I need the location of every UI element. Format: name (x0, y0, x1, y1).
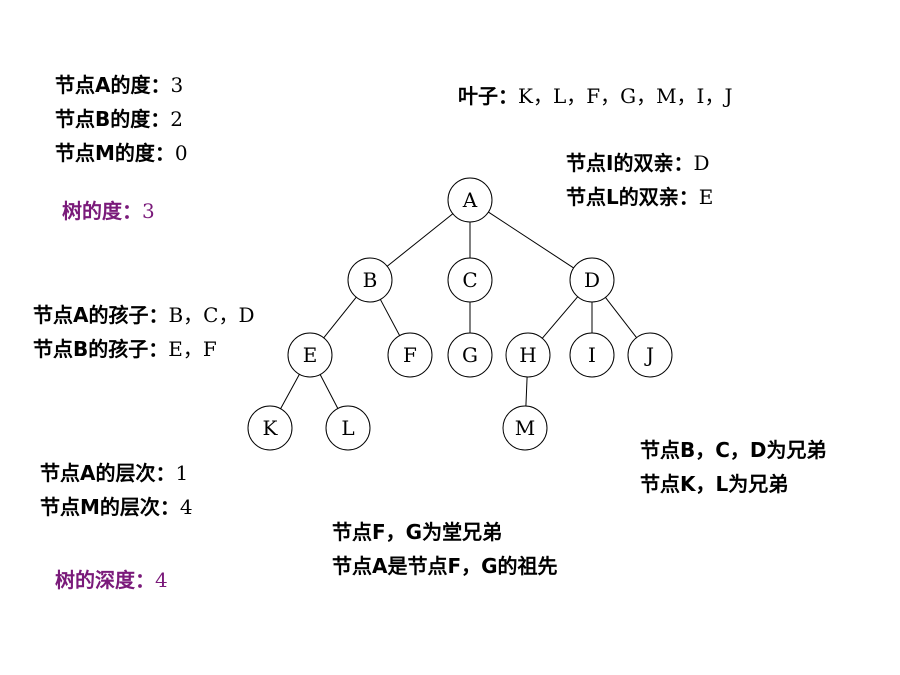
children-note-a: 节点A的孩子：B，C，D (33, 303, 255, 327)
sibling-note-kl: 节点K，L为兄弟 (640, 472, 789, 496)
tree-node-k: K (247, 405, 293, 451)
node-circle (505, 332, 551, 378)
parent-notes: 节点I的双亲：D 节点L的双亲：E (566, 146, 713, 214)
tree-node-j: J (627, 332, 673, 378)
node-circle (569, 257, 615, 303)
tree-depth-note: 树的深度：4 (55, 568, 168, 592)
node-label: G (462, 343, 478, 367)
edge-h-m (525, 376, 528, 407)
degree-note-a: 节点A的度：3 (55, 73, 184, 97)
tree-node-l: L (325, 405, 371, 451)
degree-note-m: 节点M的度：0 (55, 141, 188, 165)
level-note-m: 节点M的层次：4 (40, 495, 193, 519)
cousin-ancestor-notes: 节点F，G为堂兄弟 节点A是节点F，G的祖先 (332, 515, 558, 583)
edge-e-l (319, 374, 339, 409)
node-circle (247, 405, 293, 451)
parent-note-i: 节点I的双亲：D (566, 151, 710, 175)
degree-note-b: 节点B的度：2 (55, 107, 183, 131)
edge-a-d (488, 211, 574, 269)
sibling-note-bcd: 节点B，C，D为兄弟 (640, 438, 827, 462)
node-circle (447, 177, 493, 223)
edge-e-k (280, 374, 300, 409)
ancestor-note-a: 节点A是节点F，G的祖先 (332, 554, 558, 578)
node-label: H (519, 343, 536, 367)
level-note-a: 节点A的层次：1 (40, 461, 189, 485)
node-label: D (584, 268, 600, 292)
node-label: M (515, 416, 535, 440)
tree-node-f: F (387, 332, 433, 378)
edge-b-f (379, 299, 401, 336)
tree-nodes: A B C D E F G H I J K L M (247, 177, 673, 451)
node-circle (569, 332, 615, 378)
edge-b-e (323, 296, 357, 339)
node-circle (502, 405, 548, 451)
node-label: E (303, 343, 318, 367)
cousin-note-fg: 节点F，G为堂兄弟 (332, 520, 503, 544)
children-notes: 节点A的孩子：B，C，D 节点B的孩子：E，F (33, 298, 255, 366)
node-circle (325, 405, 371, 451)
edge-d-h (541, 296, 579, 339)
node-label: K (263, 416, 279, 440)
tree-node-i: I (569, 332, 615, 378)
sibling-notes: 节点B，C，D为兄弟 节点K，L为兄弟 (640, 433, 827, 501)
tree-node-d: D (569, 257, 615, 303)
node-circle (387, 332, 433, 378)
node-circle (347, 257, 393, 303)
tree-node-b: B (347, 257, 393, 303)
leaves-note: 叶子：K，L，F，G，M，I，J (458, 84, 733, 108)
tree-node-c: C (447, 257, 493, 303)
edge-d-j (605, 297, 637, 338)
level-notes: 节点A的层次：1 节点M的层次：4 (40, 456, 193, 524)
node-circle (447, 257, 493, 303)
node-label: L (341, 416, 354, 440)
node-label: F (403, 343, 417, 367)
node-label: I (588, 343, 596, 367)
tree-node-m: M (502, 405, 548, 451)
node-label: C (462, 268, 477, 292)
node-degree-notes: 节点A的度：3 节点B的度：2 节点M的度：0 (55, 68, 188, 170)
parent-note-l: 节点L的双亲：E (566, 185, 714, 209)
tree-node-e: E (287, 332, 333, 378)
tree-edges (280, 211, 637, 409)
edge-a-b (386, 213, 454, 267)
node-circle (447, 332, 493, 378)
node-circle (287, 332, 333, 378)
children-note-b: 节点B的孩子：E，F (33, 337, 217, 361)
tree-node-a: A (447, 177, 493, 223)
node-label: J (644, 343, 654, 367)
tree-node-g: G (447, 332, 493, 378)
node-circle (627, 332, 673, 378)
node-label: A (462, 188, 478, 212)
tree-degree-note: 树的度：3 (62, 199, 155, 223)
node-label: B (363, 268, 378, 292)
tree-node-h: H (505, 332, 551, 378)
